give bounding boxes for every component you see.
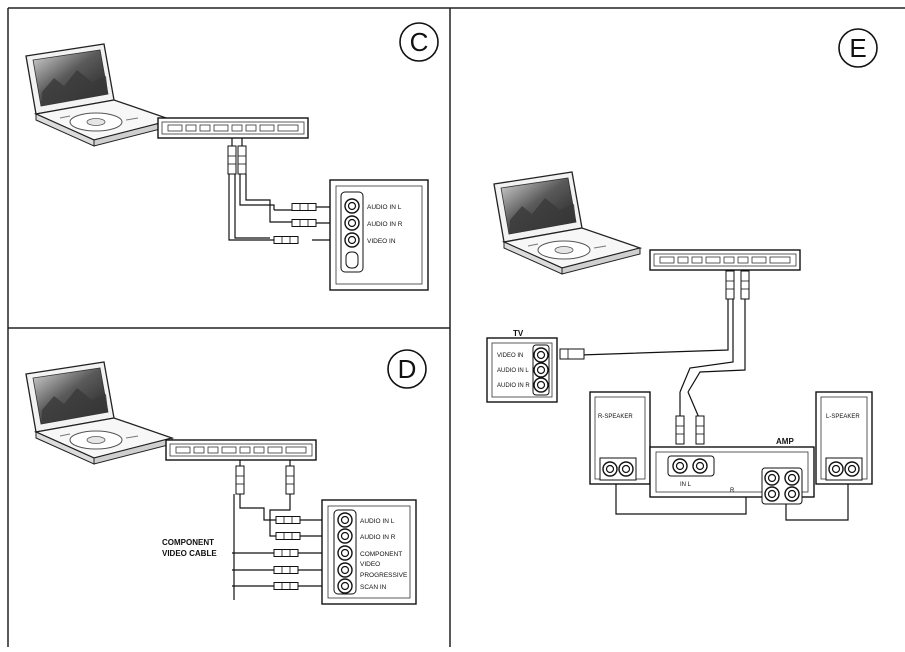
video-in-label: VIDEO IN — [367, 238, 396, 245]
amp-input-label: IN L — [680, 482, 692, 488]
tv-video-in-label: VIDEO IN — [497, 353, 523, 359]
component-y-jack — [337, 545, 353, 561]
dvd-player-icon — [25, 43, 173, 147]
panel-e: E TV VIDEO IN AUDIO IN — [486, 28, 878, 521]
amp-speaker-out-3 — [764, 486, 780, 502]
left-speaker-terminal-1 — [602, 461, 618, 477]
player-jack-panel — [649, 249, 801, 271]
scan-in-label: SCAN IN — [360, 584, 387, 591]
panel-e-badge: E — [849, 33, 866, 63]
component-pb-jack — [337, 562, 353, 578]
right-speaker-terminal-1 — [828, 461, 844, 477]
amp-input-r-jack — [692, 458, 708, 474]
audio-in-l-label: AUDIO IN L — [360, 518, 395, 525]
audio-in-l-jack — [337, 512, 353, 528]
panel-d: D COMPONENT VIDEO CABLE — [25, 349, 427, 605]
tv-label: TV — [513, 329, 524, 338]
amp-output-label: R — [730, 488, 735, 494]
tv-video-in-jack — [533, 347, 549, 363]
progressive-label: PROGRESSIVE — [360, 572, 408, 579]
audio-in-r-label: AUDIO IN R — [360, 534, 396, 541]
amp-speaker-out-4 — [784, 486, 800, 502]
audio-in-l-jack — [344, 198, 360, 214]
component-pr-jack — [337, 578, 353, 594]
amp-input-l-jack — [672, 458, 688, 474]
amp-speaker-out-1 — [764, 470, 780, 486]
audio-in-r-jack — [337, 528, 353, 544]
amp-speaker-out-2 — [784, 470, 800, 486]
component-cable-label-2: VIDEO CABLE — [162, 549, 217, 558]
left-speaker-terminal-2 — [618, 461, 634, 477]
tv-audio-in-l-jack — [533, 362, 549, 378]
panel-d-badge-circle — [387, 349, 427, 389]
player-jack-panel — [157, 117, 309, 139]
panel-d-badge: D — [398, 354, 417, 384]
panel-c: C AUDIO IN L AUDIO IN — [25, 22, 439, 291]
panel-d-cables — [232, 460, 339, 600]
panel-c-badge: C — [410, 27, 429, 57]
panel-c-badge-circle — [399, 22, 439, 62]
tv-video-plug — [559, 348, 585, 360]
tv-audio-in-l-label: AUDIO IN L — [497, 368, 529, 374]
dvd-player-icon — [25, 361, 173, 465]
audio-in-r-label: AUDIO IN R — [367, 221, 403, 228]
panel-borders — [7, 7, 905, 647]
panel-e-badge-circle — [838, 28, 878, 68]
component-cable-label-1: COMPONENT — [162, 538, 214, 547]
player-jack-panel — [165, 439, 317, 461]
video-in-jack — [344, 232, 360, 248]
right-speaker-terminal-2 — [844, 461, 860, 477]
dvd-player-icon — [493, 171, 641, 275]
amp-label: AMP — [776, 437, 794, 446]
tv-audio-in-r-jack — [533, 377, 549, 393]
right-speaker-label: L-SPEAKER — [826, 414, 860, 420]
audio-in-r-jack — [344, 215, 360, 231]
video-label: VIDEO — [360, 561, 380, 568]
left-speaker-label: R-SPEAKER — [598, 414, 633, 420]
audio-in-l-label: AUDIO IN L — [367, 204, 402, 211]
tv-audio-in-r-label: AUDIO IN R — [497, 383, 530, 389]
component-label: COMPONENT — [360, 551, 402, 558]
